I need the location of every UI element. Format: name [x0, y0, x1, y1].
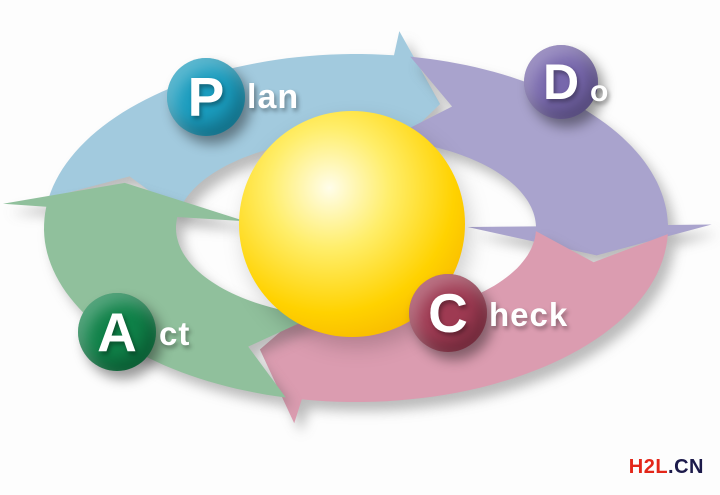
- do-label: o: [590, 75, 610, 108]
- act-label: ct: [159, 315, 191, 352]
- watermark: H2L.CN: [629, 456, 704, 479]
- check-badge: C: [409, 274, 487, 352]
- do-badge: D: [524, 45, 598, 119]
- act-arrow-segment: [3, 182, 316, 398]
- check-letter: C: [428, 281, 468, 344]
- plan-label: lan: [247, 78, 300, 116]
- act-badge: A: [78, 293, 156, 371]
- watermark-secondary: .CN: [668, 456, 704, 478]
- plan-badge: P: [167, 58, 245, 136]
- plan-arrow-segment: [48, 31, 441, 213]
- do-arrow-segment: [387, 56, 712, 256]
- do-letter: D: [542, 54, 580, 110]
- plan-letter: P: [187, 65, 225, 128]
- watermark-primary: H2L: [628, 456, 669, 478]
- check-label: heck: [489, 296, 569, 333]
- act-letter: A: [97, 300, 137, 363]
